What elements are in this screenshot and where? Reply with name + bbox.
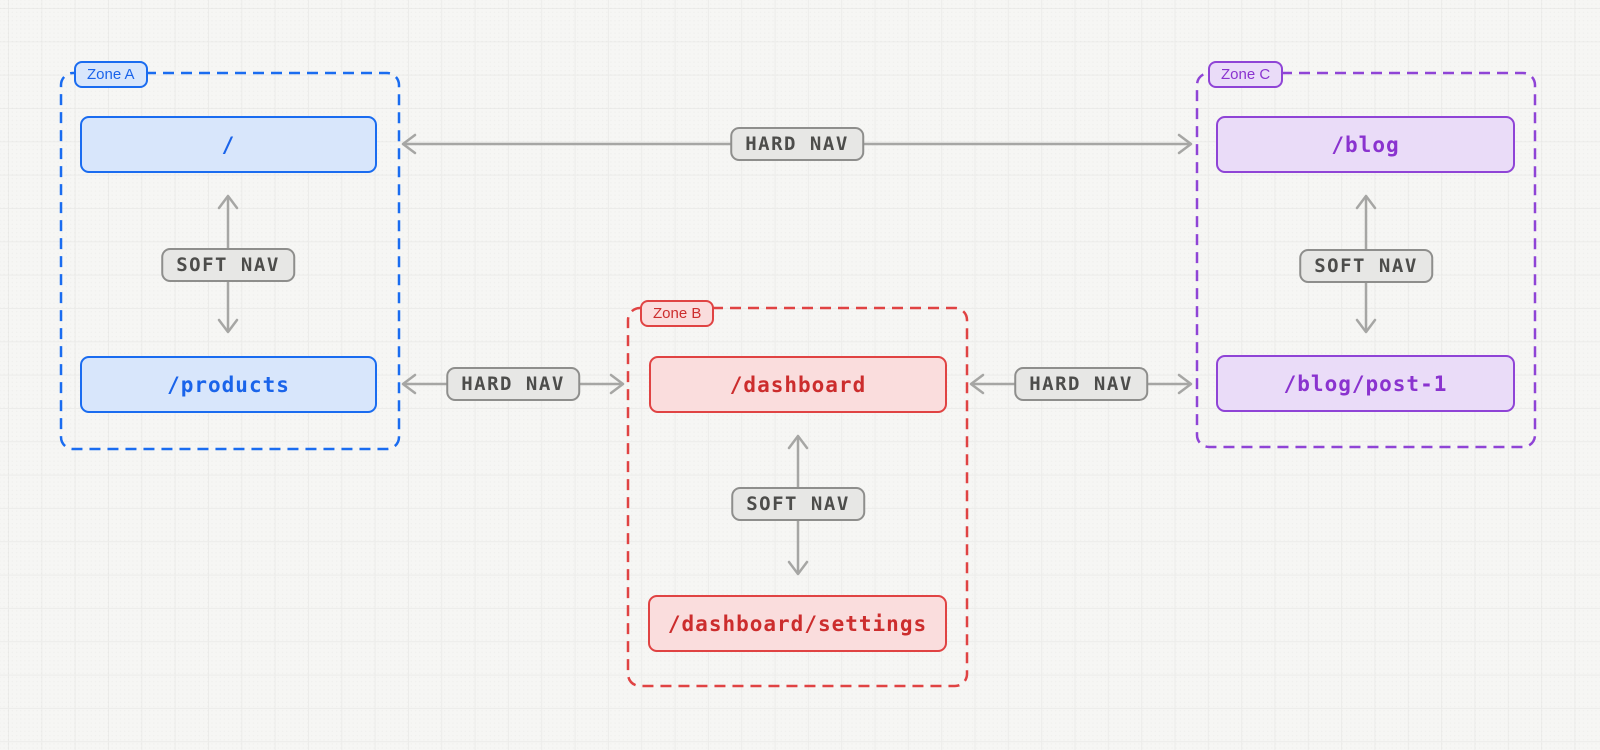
zone-c-label: Zone C <box>1208 61 1284 88</box>
zone-b-border <box>626 306 969 688</box>
zone-b-label: Zone B <box>640 300 715 327</box>
route-node-blog-post-1: /blog/post-1 <box>1216 355 1515 412</box>
edge-label-soft-nav-zone-c: SOFT NAV <box>1299 249 1433 283</box>
edge-label-hard-nav-top: HARD NAV <box>730 127 864 161</box>
route-node-products: /products <box>80 356 377 413</box>
route-node-dashboard: /dashboard <box>649 356 947 413</box>
edge-label-hard-nav-right: HARD NAV <box>1014 367 1148 401</box>
route-node-blog: /blog <box>1216 116 1515 173</box>
zone-a-label: Zone A <box>74 61 148 88</box>
zone-c-border <box>1195 71 1537 449</box>
edge-label-soft-nav-zone-b: SOFT NAV <box>731 487 865 521</box>
route-node-dashboard-settings: /dashboard/settings <box>648 595 947 652</box>
zone-a-border <box>59 71 401 451</box>
edge-label-soft-nav-zone-a: SOFT NAV <box>161 248 295 282</box>
route-node-home: / <box>80 116 377 173</box>
edge-label-hard-nav-left: HARD NAV <box>446 367 580 401</box>
